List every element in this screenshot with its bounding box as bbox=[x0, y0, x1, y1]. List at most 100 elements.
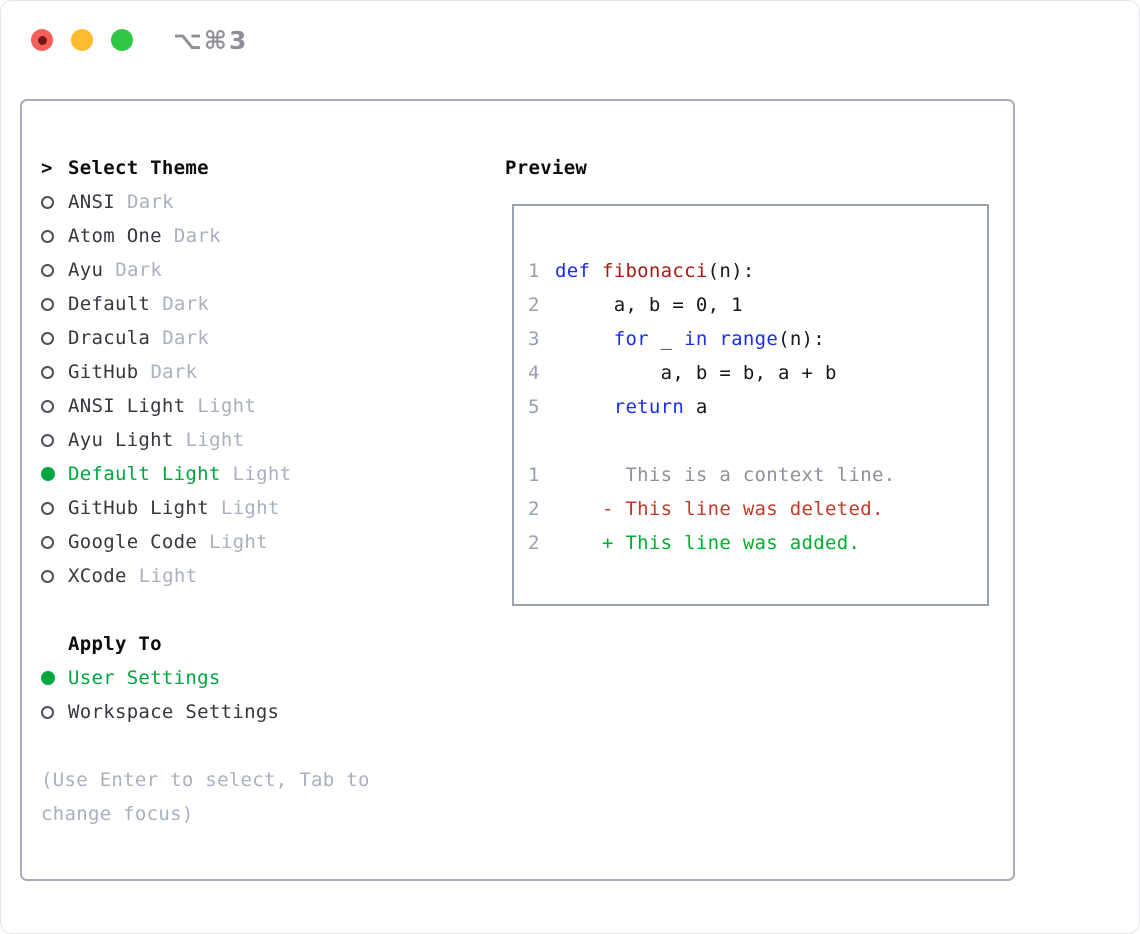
apply-to-title: Apply To bbox=[68, 633, 162, 655]
help-text: (Use Enter to select, Tab to change focu… bbox=[41, 769, 370, 825]
minimize-button[interactable] bbox=[71, 29, 93, 51]
diff-text: + This line was added. bbox=[555, 532, 861, 554]
radio-icon bbox=[41, 331, 54, 345]
theme-variant-tag: Light bbox=[138, 565, 198, 587]
theme-option-label: Ayu Light bbox=[68, 429, 174, 451]
line-number: 1 bbox=[528, 260, 540, 282]
line-number: 4 bbox=[528, 362, 540, 384]
theme-option-ayu-dark[interactable]: Ayu Dark bbox=[41, 253, 370, 287]
code-token-plain bbox=[590, 254, 602, 288]
select-theme-title: Select Theme bbox=[68, 157, 209, 179]
code-token-keyword: for bbox=[613, 328, 649, 350]
line-number: 3 bbox=[528, 328, 540, 350]
theme-option-label: GitHub bbox=[68, 361, 139, 383]
theme-option-dracula-dark[interactable]: Dracula Dark bbox=[41, 321, 370, 355]
radio-selected-icon bbox=[41, 671, 55, 685]
theme-option-default-dark[interactable]: Default Dark bbox=[41, 287, 370, 321]
theme-option-atom-one-dark[interactable]: Atom One Dark bbox=[41, 219, 370, 253]
code-token-plain bbox=[555, 390, 614, 424]
radio-icon bbox=[41, 195, 54, 209]
theme-option-github-dark[interactable]: GitHub Dark bbox=[41, 355, 370, 389]
diff-line-added: 2 + This line was added. bbox=[528, 526, 987, 560]
theme-variant-tag: Light bbox=[220, 497, 280, 519]
diff-text: This is a context line. bbox=[555, 464, 896, 486]
apply-option-workspace-settings[interactable]: Workspace Settings bbox=[41, 695, 370, 729]
apply-to-header: Apply To bbox=[41, 627, 370, 661]
code-token-plain: (n): bbox=[778, 328, 826, 350]
theme-option-default-light-light[interactable]: Default Light Light bbox=[41, 457, 370, 491]
theme-option-label: XCode bbox=[68, 565, 127, 587]
line-number: 5 bbox=[528, 396, 540, 418]
code-token-keyword: in bbox=[684, 328, 708, 350]
line-number: 2 bbox=[528, 294, 540, 316]
line-number: 2 bbox=[528, 498, 540, 520]
radio-icon bbox=[41, 705, 54, 719]
traffic-lights bbox=[31, 29, 133, 51]
theme-variant-tag: Light bbox=[209, 531, 268, 553]
code-line: 4 a, b = b, a + b bbox=[528, 356, 987, 390]
code-line: 5 return a bbox=[528, 390, 987, 424]
diff-text: - This line was deleted. bbox=[555, 498, 884, 520]
select-theme-header: > Select Theme bbox=[41, 151, 370, 185]
theme-variant-tag: Dark bbox=[150, 361, 198, 383]
radio-icon bbox=[41, 569, 54, 583]
zoom-button[interactable] bbox=[111, 29, 133, 51]
theme-option-label: GitHub Light bbox=[68, 497, 209, 519]
code-token-plain: a, b = 0, 1 bbox=[555, 294, 743, 316]
code-line: 3 for _ in range(n): bbox=[528, 322, 987, 356]
radio-icon bbox=[41, 399, 54, 413]
theme-option-label: Default bbox=[68, 293, 151, 315]
theme-option-label: Ayu bbox=[68, 259, 104, 281]
diff-preview: 1 This is a context line.2 - This line w… bbox=[528, 458, 987, 560]
code-token-function: fibonacci bbox=[601, 260, 708, 282]
code-token-plain: (n): bbox=[707, 260, 755, 282]
theme-option-label: Google Code bbox=[68, 531, 198, 553]
apply-option-user-settings[interactable]: User Settings bbox=[41, 661, 370, 695]
code-token-plain: _ bbox=[648, 328, 685, 350]
code-token-keyword: def bbox=[555, 260, 591, 282]
theme-variant-tag: Dark bbox=[162, 293, 210, 315]
code-token-plain bbox=[555, 322, 614, 356]
diff-line-deleted: 2 - This line was deleted. bbox=[528, 492, 987, 526]
radio-icon bbox=[41, 501, 54, 515]
radio-icon bbox=[41, 297, 54, 311]
theme-option-label: Atom One bbox=[68, 225, 162, 247]
code-line: 2 a, b = 0, 1 bbox=[528, 288, 987, 322]
theme-option-label: Dracula bbox=[68, 327, 151, 349]
theme-variant-tag: Dark bbox=[115, 259, 163, 281]
line-number: 2 bbox=[528, 532, 540, 554]
theme-variant-tag: Dark bbox=[173, 225, 221, 247]
code-token-keyword: range bbox=[719, 328, 779, 350]
close-button[interactable] bbox=[31, 29, 53, 51]
theme-variant-tag: Light bbox=[197, 395, 257, 417]
radio-icon bbox=[41, 433, 54, 447]
code-line: 1 def fibonacci(n): bbox=[528, 254, 987, 288]
theme-option-github-light-light[interactable]: GitHub Light Light bbox=[41, 491, 370, 525]
radio-icon bbox=[41, 229, 54, 243]
line-number: 1 bbox=[528, 464, 540, 486]
code-token-plain: a bbox=[684, 396, 708, 418]
theme-option-xcode-light[interactable]: XCode Light bbox=[41, 559, 370, 593]
code-token-plain: a, b = b, a + b bbox=[555, 362, 837, 384]
radio-icon bbox=[41, 535, 54, 549]
radio-icon bbox=[41, 263, 54, 277]
diff-line-context: 1 This is a context line. bbox=[528, 458, 987, 492]
theme-option-google-code-light[interactable]: Google Code Light bbox=[41, 525, 370, 559]
window-title: ⌥⌘3 bbox=[173, 25, 249, 55]
theme-variant-tag: Light bbox=[232, 463, 292, 485]
code-token-plain bbox=[708, 322, 720, 356]
theme-option-label: Default Light bbox=[68, 463, 221, 485]
code-token-keyword: return bbox=[613, 396, 685, 418]
close-dot-icon bbox=[37, 35, 47, 45]
theme-option-label: ANSI bbox=[68, 191, 115, 213]
theme-option-ayu-light-light[interactable]: Ayu Light Light bbox=[41, 423, 370, 457]
theme-variant-tag: Dark bbox=[162, 327, 210, 349]
theme-variant-tag: Light bbox=[185, 429, 245, 451]
